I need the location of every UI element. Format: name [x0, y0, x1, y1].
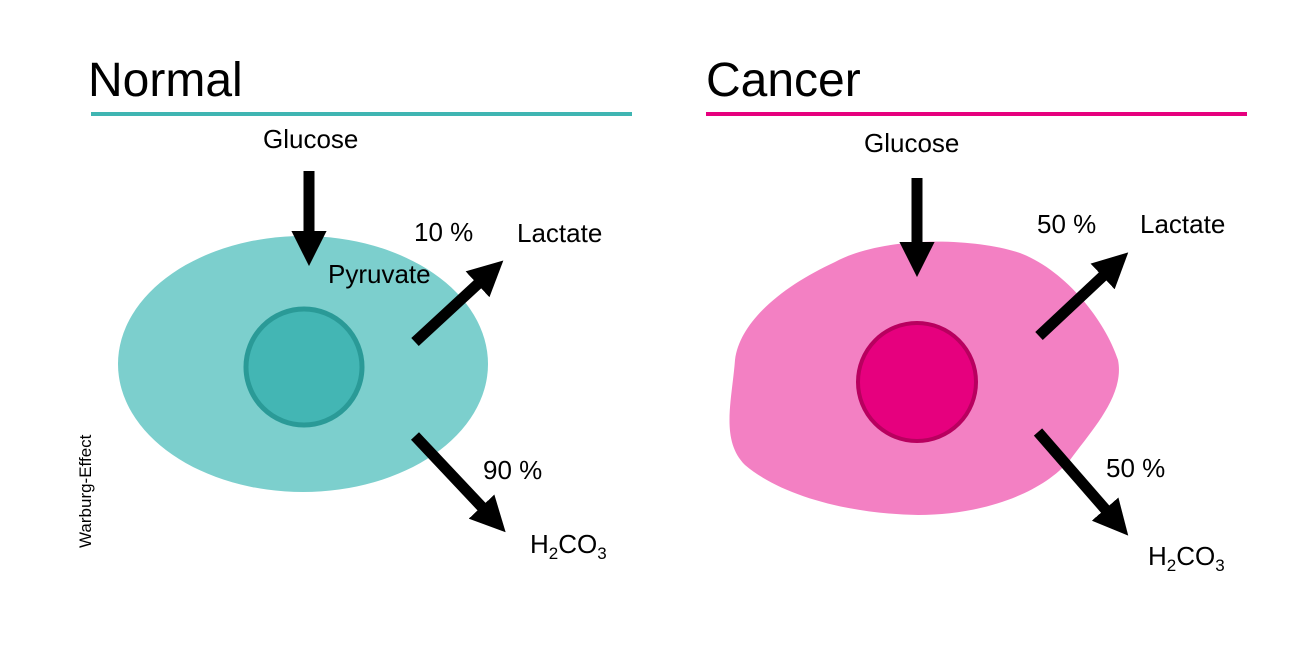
cancer-lactate-arrow — [1035, 252, 1129, 341]
cancer-h2co3-percent: 50 % — [1106, 453, 1165, 483]
normal-lactate-label: Lactate — [517, 218, 602, 248]
normal-h2co3-percent: 90 % — [483, 455, 542, 485]
normal-nucleus — [243, 306, 365, 428]
normal-title: Normal — [88, 54, 243, 107]
cancer-lactate-label: Lactate — [1140, 209, 1225, 239]
cancer-lactate-percent: 50 % — [1037, 209, 1096, 239]
cancer-h2co3-label: H2CO3 — [1148, 541, 1225, 575]
cancer-h2co3-arrow — [1033, 428, 1129, 536]
cancer-glucose-label: Glucose — [864, 128, 959, 158]
normal-h2co3-label: H2CO3 — [530, 529, 607, 563]
normal-glucose-label: Glucose — [263, 124, 358, 154]
normal-lactate-arrow — [411, 260, 504, 347]
normal-pyruvate-label: Pyruvate — [328, 259, 431, 289]
side-label: Warburg-Effect — [76, 434, 95, 548]
normal-h2co3-arrow — [410, 432, 506, 533]
cancer-nucleus — [856, 321, 978, 443]
normal-lactate-percent: 10 % — [414, 217, 473, 247]
cancer-title: Cancer — [706, 54, 861, 107]
